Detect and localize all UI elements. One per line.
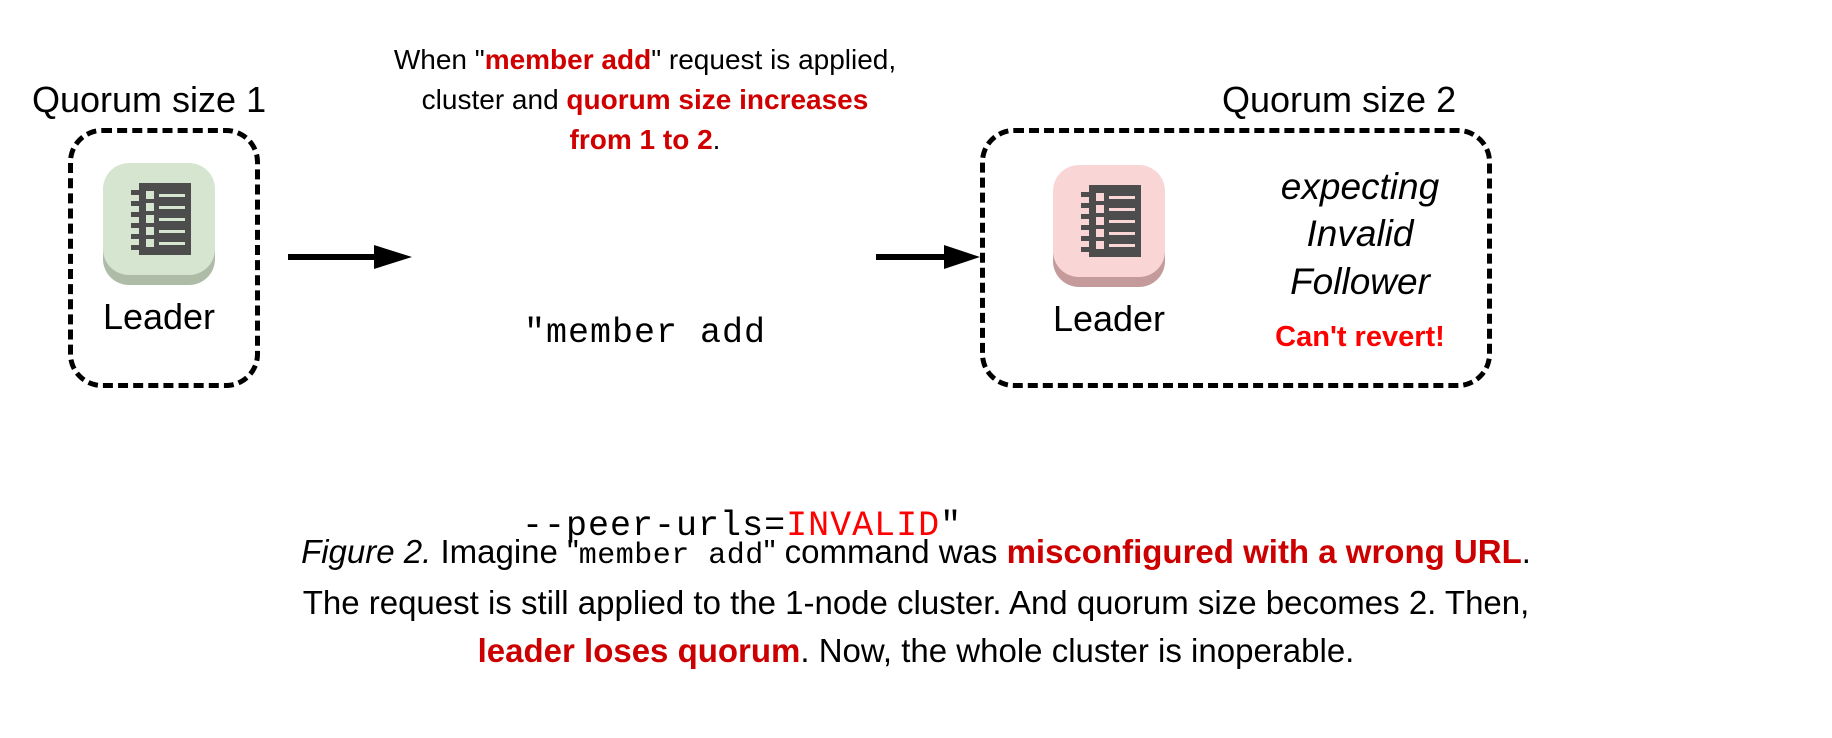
right-cluster-status: expecting Invalid Follower Can't revert! — [1235, 163, 1485, 354]
command-flag: --peer-urls= — [522, 505, 787, 546]
command-closing-quote: " — [940, 505, 963, 546]
figure-caption-line-2: The request is still applied to the 1-no… — [0, 579, 1832, 627]
left-leader-node[interactable]: Leader — [99, 159, 219, 335]
arrow-right-result — [876, 244, 980, 270]
figure-caption: Figure 2. Imagine "member add" command w… — [0, 528, 1832, 675]
caption-mono-command: member add — [578, 539, 764, 573]
top-note-l3b: from 1 to 2 — [569, 123, 713, 155]
right-leader-node[interactable]: Leader — [1049, 161, 1169, 337]
top-annotation-line-3: from 1 to 2. — [355, 120, 935, 160]
ledger-icon-tile — [1053, 165, 1165, 277]
status-line-expecting: expecting — [1280, 166, 1440, 207]
caption-red-leader-loses-quorum: leader loses quorum — [477, 631, 801, 669]
top-note-l1a: When " — [393, 44, 485, 75]
ledger-icon — [99, 159, 219, 285]
command-line-1: "member add — [523, 312, 767, 353]
top-note-l1c: " request is applied, — [651, 44, 897, 75]
command-invalid-value: INVALID — [786, 505, 941, 546]
caption-s5: . Now, the whole cluster is inoperable. — [800, 631, 1355, 669]
caption-red-misconfigured: misconfigured with a wrong URL — [1006, 533, 1522, 570]
caption-s2: " command was — [763, 533, 1007, 570]
figure-caption-line-3: leader loses quorum. Now, the whole clus… — [0, 627, 1832, 675]
top-annotation: When "member add" request is applied, cl… — [355, 40, 935, 159]
top-annotation-line-1: When "member add" request is applied, — [355, 40, 935, 80]
left-cluster-group-label: Quorum size 1 — [32, 79, 267, 120]
ledger-icon-tile — [103, 163, 215, 275]
figure-caption-line-1: Figure 2. Imagine "member add" command w… — [0, 528, 1832, 579]
command-line-2: --peer-urls=INVALID" — [390, 453, 961, 598]
right-cluster-box: Leader expecting Invalid Follower Can't … — [980, 128, 1492, 388]
figure-number: Figure 2. — [301, 533, 432, 570]
status-badge-cant-revert: Can't revert! — [1275, 321, 1445, 354]
command-block: "member add --peer-urls=INVALID" — [390, 212, 961, 695]
caption-s3: . — [1521, 533, 1531, 570]
top-note-l2b: quorum size increases — [566, 83, 869, 115]
top-note-l2a: cluster and — [421, 83, 567, 115]
top-note-l1b: member add — [484, 44, 652, 75]
left-leader-label: Leader — [102, 296, 216, 337]
top-annotation-line-2: cluster and quorum size increases — [355, 80, 935, 120]
ledger-icon — [1049, 161, 1169, 287]
top-note-l3c: . — [712, 123, 721, 155]
left-cluster-box: Leader — [68, 128, 260, 388]
right-cluster-group-label: Quorum size 2 — [1222, 79, 1457, 120]
right-leader-label: Leader — [1052, 298, 1166, 339]
caption-s1: Imagine " — [431, 533, 579, 570]
caption-s4: The request is still applied to the 1-no… — [302, 583, 1530, 621]
arrow-right-apply-request — [288, 244, 412, 270]
status-line-invalid: Invalid — [1306, 213, 1414, 255]
status-line-follower: Follower — [1290, 260, 1430, 302]
